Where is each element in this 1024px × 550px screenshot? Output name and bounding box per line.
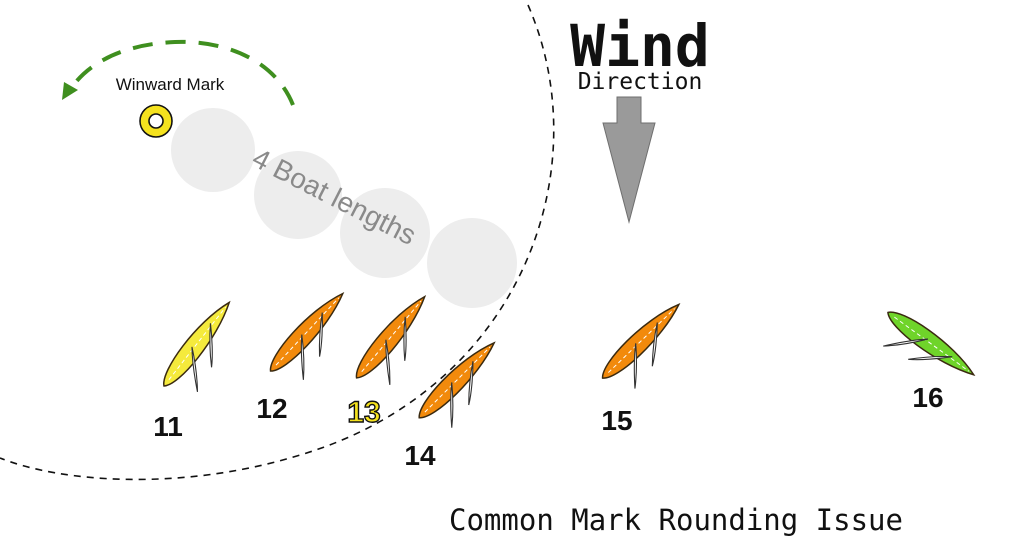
boat-centerline-15: [608, 308, 675, 373]
boat-12: [262, 286, 351, 380]
boat-number-13: 13: [347, 396, 380, 429]
boat-sail-15-1: [651, 322, 658, 367]
boat-13: [348, 289, 433, 385]
boat-15: [595, 296, 687, 389]
wind-subtitle: Direction: [578, 69, 703, 95]
boat-sail-11-1: [209, 323, 213, 368]
boat-sail-14-2: [450, 382, 454, 428]
boat-number-16: 16: [912, 382, 943, 413]
boat-number-12: 12: [256, 393, 287, 424]
windward-mark-buoy-icon: [139, 104, 173, 138]
boat-sail-14-1: [468, 361, 474, 406]
boat-centerline-11: [168, 306, 226, 380]
boat-length-circle-1: [171, 108, 255, 192]
boats-layer: [155, 286, 981, 428]
zone-boundary-dashed-circle: [0, 4, 555, 481]
boat-sail-15-2: [633, 343, 637, 389]
boat-14: [411, 335, 502, 428]
boat-length-circles: [171, 108, 517, 308]
boat-sail-16-1: [908, 355, 953, 361]
wind-arrow-icon: [602, 96, 656, 224]
rounding-direction-arrow: [62, 39, 295, 106]
boat-sail-16-2: [883, 338, 929, 347]
diagram-caption: Common Mark Rounding Issue: [449, 503, 903, 537]
boat-centerline-13: [361, 300, 422, 373]
boat-length-circle-4: [427, 218, 517, 308]
arrow-head-icon: [62, 82, 78, 100]
boat-11: [155, 295, 238, 393]
boat-sail-12-1: [318, 312, 323, 357]
boat-sail-13-1: [403, 316, 407, 361]
boat-number-14: 14: [404, 440, 436, 471]
boat-sail-11-2: [191, 346, 199, 392]
boat-number-15: 15: [601, 405, 632, 436]
boat-16: [881, 303, 981, 384]
boat-sail-12-2: [300, 334, 305, 380]
boat-number-11: 11: [153, 411, 183, 442]
boat-centerline-12: [275, 297, 340, 366]
boat-sail-13-2: [385, 339, 391, 385]
boat-length-circle-2: [254, 151, 342, 239]
boat-length-circle-3: [340, 188, 430, 278]
wind-title: Wind: [570, 12, 710, 80]
mark-label: Winward Mark: [116, 75, 225, 94]
